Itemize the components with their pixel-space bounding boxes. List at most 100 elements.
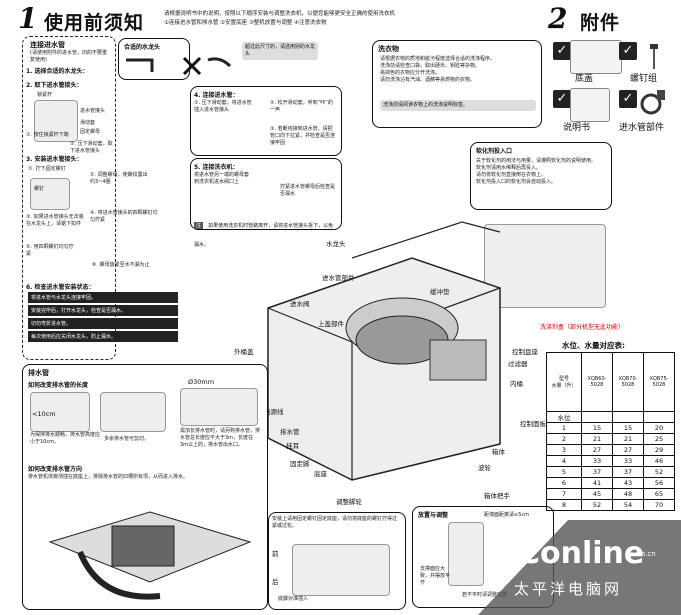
note-badge: 注 xyxy=(194,222,204,229)
drain-title: 排水管 xyxy=(28,369,49,377)
inlet-section xyxy=(22,36,116,360)
section-number-2: 2 xyxy=(548,2,568,35)
inlet-step-2: 2. 取下进水管接头： xyxy=(26,82,83,89)
drain-extend-sketch xyxy=(180,388,258,426)
inlet-step-3e: ⑤. 用四颗螺钉均匀拧紧 xyxy=(26,244,74,257)
power-cord-label: 电源线 xyxy=(264,408,284,416)
inlet-joint-sketch xyxy=(34,100,78,142)
back-label: 后 xyxy=(272,578,279,586)
shell-label: 外桶盖 xyxy=(234,348,254,356)
inlet-step-3c: ③. 如果进水管接头无法装在水龙头上，请锯下扣件 xyxy=(26,214,84,227)
hook-label: 挂耳 xyxy=(286,442,299,450)
level-title: 放置与调整 xyxy=(418,512,449,519)
inlet-joint-label: 进水管接头 xyxy=(80,108,106,114)
drain-base-sketch xyxy=(40,492,260,604)
check-list: 将进水管与水龙头连接牢固。 安装完毕后，打开水龙头，检查是否漏水。 切勿弯折进水… xyxy=(28,292,178,342)
accessory-label: 底盖 xyxy=(575,74,594,84)
base-foot-label: 固定脚 xyxy=(290,460,310,468)
inlet-step-4c: ③. 若断线接到进水管，请把管口向下拉紧，并检查是否连接牢固 xyxy=(270,126,336,146)
check-title: 6. 检查进水管安装状态： xyxy=(26,284,95,291)
diameter-label: Ø30mm xyxy=(188,378,215,386)
tap-title: 合适的水龙头 xyxy=(124,44,161,51)
table-header: 型号水量（升） xyxy=(546,352,582,412)
accessory-label: 说明书 xyxy=(563,123,591,133)
inlet-hose-icon xyxy=(639,88,669,116)
screw-sketch xyxy=(30,178,70,210)
height-label: <10cm xyxy=(32,410,56,418)
wash-item: 洗涤前请检查口袋，取出硬币、钥匙等杂物。 xyxy=(380,63,481,69)
front-label: 前 xyxy=(272,550,279,558)
drain-caption-1: 为保持排水顺畅，排水管高度应小于10cm。 xyxy=(30,432,101,445)
wash-note: 洗涤前请阅读衣物上的洗涤说明标签。 xyxy=(380,100,536,111)
watermark: PConline .com.cn 太平洋电脑网 xyxy=(478,520,681,615)
softener-item: 请勿将软化剂直接倒在衣物上。 xyxy=(476,172,547,178)
check-item: 将进水管与水龙头连接牢固。 xyxy=(28,292,178,303)
table-header: XQB60-5028 xyxy=(581,352,613,412)
check-icon: ✓ xyxy=(619,90,637,108)
softener-list: 关于软化剂的用法与用量，请遵照软化剂的说明使用。 软化剂请用水稀释后再投入。 请… xyxy=(476,158,606,186)
cabinet-label: 箱体 xyxy=(492,448,505,456)
slide-sleeve-label: 滑动套 xyxy=(80,120,96,126)
control-seat-label: 控制盘座 xyxy=(512,348,538,356)
drain-caption-4: 排水管机体旁测插在底座上，排除排水管的凹槽所有项，从而进入排水。 xyxy=(28,474,189,480)
connect-washer-panel xyxy=(190,158,342,230)
wash-item: 请勿洗涤沾有汽油、酒精等易燃物的衣物。 xyxy=(380,77,476,83)
washer-illustration xyxy=(232,218,532,488)
softener-title: 软化剂投入口 xyxy=(476,148,513,155)
check-item: 安装完毕后，打开水龙头，检查是否漏水。 xyxy=(28,305,178,316)
wash-item: 请根据衣物的质地和脏污程度选择合适的洗涤程序。 xyxy=(380,56,496,62)
wash-list: 请根据衣物的质地和脏污程度选择合适的洗涤程序。 洗涤前请检查口袋，取出硬币、钥匙… xyxy=(380,56,534,84)
screw-icon xyxy=(647,44,661,70)
base-label: 底座 xyxy=(314,470,327,478)
soft-pad-label: 缓冲垫 xyxy=(430,288,450,296)
level-table: 型号水量（升） XQB60-5028 XQB70-5028 XQB75-5028… xyxy=(546,352,675,511)
inlet-valve-label: 进水阀 xyxy=(290,300,310,308)
inlet-step-1: 1. 选择合适的水龙头： xyxy=(26,68,89,75)
intro-text: 请根据说明书中的说明，按照以下顺序安装与调整洗衣机，以便您能够更安全正确的使用洗… xyxy=(164,11,396,17)
manual-icon xyxy=(570,88,610,122)
section-number-1: 1 xyxy=(18,2,38,35)
inlet-step-3d: ④. 将进水管接头的四颗螺钉均匀拧紧 xyxy=(90,210,158,223)
inlet-note-box: 注 如果使用洗衣机时管路离开，请将进水管接头拆下，以免漏水。 xyxy=(194,212,336,250)
adjust-foot-label: 调整脚轮 xyxy=(336,498,362,506)
watermark-domain: .com.cn xyxy=(628,550,656,558)
drain-height-sketch xyxy=(30,392,90,432)
tap-sketch xyxy=(124,52,234,76)
drain-caption-3: 需加长排水管时，请另购排水管，排水管总长度应不大于3m，长度在3m以上的，排水管… xyxy=(180,428,261,448)
tap-part-label: 水龙头 xyxy=(326,240,346,248)
foot-caption: 底脚对准插入 xyxy=(278,596,309,602)
inner-tub-label: 内桶 xyxy=(510,380,523,388)
accessories-panel: ✓ 底盖 ✓ 螺钉组 ✓ 说明书 ✓ 进水管部件 xyxy=(553,40,677,135)
top-cover-label: 上盖部件 xyxy=(318,320,344,328)
note-text: 如果使用洗衣机时管路离开，请将进水管接头拆下，以免漏水。 xyxy=(194,223,334,248)
inlet-step-5a: 将进水管另一端的螺母套到洗衣机进水阀口上 xyxy=(194,172,250,185)
check-icon: ✓ xyxy=(619,42,637,60)
accessory-label: 进水管部件 xyxy=(619,123,665,133)
accessories-title: 附件 xyxy=(580,12,621,34)
inlet-step-2b: ②. 压下滑动套，取下进水管接头 xyxy=(70,141,113,154)
install-caption: 安装上请用固定螺钉固定底座，请勿将底座的螺钉拧得过紧或过松。 xyxy=(272,516,398,529)
table-header: XQB70-5028 xyxy=(612,352,644,412)
base-cover-icon xyxy=(570,40,622,74)
check-icon: ✓ xyxy=(553,90,571,108)
inlet-step-2a: ①. 按住锁紧杆下端 xyxy=(26,132,69,138)
inlet-step-5b: 拧紧进水管螺母后检查是否漏水 xyxy=(280,184,336,197)
inlet-step-3b: ②. 调整螺母，使螺纹露出约3~4圈 xyxy=(90,172,148,185)
inlet-note: (请使用附件的进水管，旧的不要重复使用) xyxy=(30,50,107,63)
check-item: 每次使用后应关闭水龙头，防止漏水。 xyxy=(28,331,178,342)
screw-label: 螺钉 xyxy=(34,186,45,192)
drain-subtitle-2: 如何改变排水管方向 xyxy=(28,466,83,473)
wall-distance: 距墙面距离请≥5cm xyxy=(484,512,529,518)
wash-title: 洗衣物 xyxy=(378,45,399,53)
drain-caption-2: 多余排水管可剪切。 xyxy=(104,436,150,442)
level-sketch xyxy=(448,522,484,586)
inlet-step-4a: ①. 压下滑动套，将进水管插入进水管接头 xyxy=(194,100,252,113)
level-table-title: 水位、水量对应表: xyxy=(562,341,625,350)
inlet-step-3a: ①. 拧下固定螺钉 xyxy=(28,166,66,172)
detergent-box-label: 洗涤剂盒（部分机型无此功能） xyxy=(540,324,625,331)
